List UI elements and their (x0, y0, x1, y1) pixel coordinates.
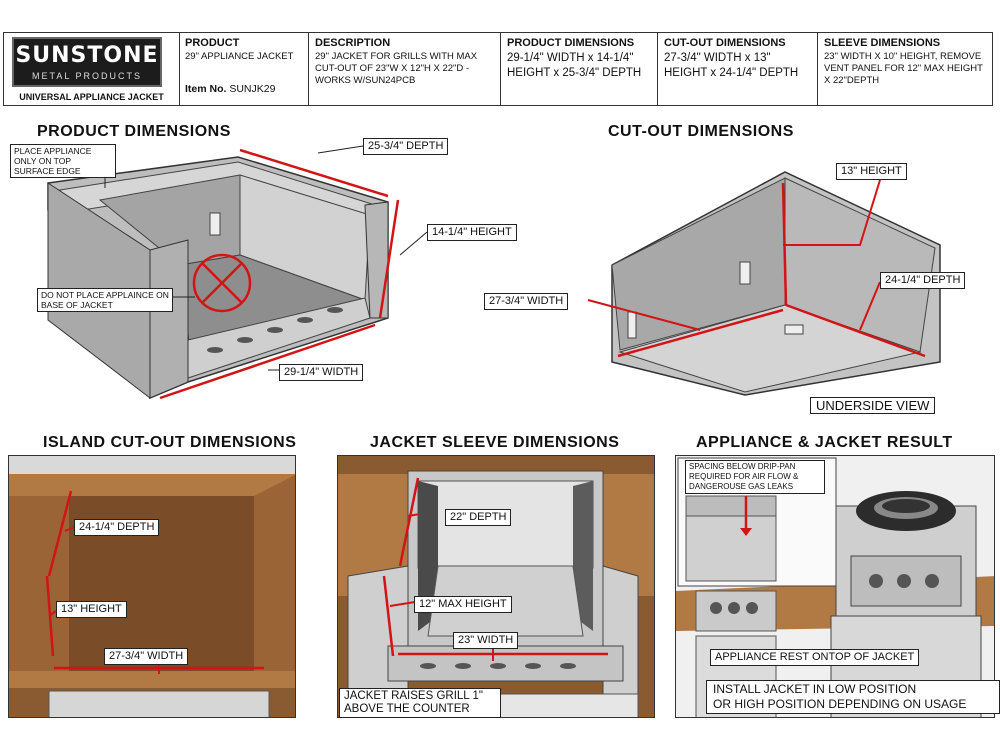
sleeve-depth-label: 22" DEPTH (445, 509, 512, 526)
island-width-label: 27-3/4" WIDTH (104, 648, 189, 665)
sleeve-dimensions-heading: SLEEVE DIMENSIONS (824, 37, 941, 49)
cutout-width-label: 27-3/4" WIDTH (484, 293, 569, 310)
sleeve-width-label: 23" WIDTH (453, 632, 519, 649)
result-title: APPLIANCE & JACKET RESULT (696, 434, 953, 451)
item-number-label: Item No. (185, 83, 227, 95)
jacket-sleeve-panel (337, 455, 655, 718)
cutout-height-label: 13" HEIGHT (836, 163, 907, 180)
product-width-label: 29-1/4" WIDTH (279, 364, 364, 381)
install-position-note: INSTALL JACKET IN LOW POSITION OR HIGH P… (706, 680, 1000, 714)
cutout-dimensions-value: 27-3/4" WIDTH x 13" HEIGHT x 24-1/4" DEP… (664, 52, 799, 79)
island-cutout-panel (8, 455, 296, 718)
result-panel (675, 455, 995, 718)
island-depth-label: 24-1/4" DEPTH (74, 519, 160, 536)
spec-header: SUNSTONE METAL PRODUCTS UNIVERSAL APPLIA… (3, 32, 993, 106)
product-value: 29" APPLIANCE JACKET (185, 51, 294, 62)
description-cell: DESCRIPTION 29" JACKET FOR GRILLS WITH M… (309, 33, 501, 105)
spacing-drip-pan-note: SPACING BELOW DRIP-PAN REQUIRED FOR AIR … (685, 460, 825, 494)
logo-brand: SUNSTONE (15, 43, 159, 68)
logo-subtitle: METAL PRODUCTS (31, 71, 142, 81)
product-depth-label: 25-3/4" DEPTH (363, 138, 449, 155)
underside-view-label: UNDERSIDE VIEW (810, 397, 936, 414)
item-number-value: SUNJK29 (229, 83, 276, 95)
island-drawing (9, 456, 295, 717)
product-dimensions-value: 29-1/4" WIDTH x 14-1/4" HEIGHT x 25-3/4"… (507, 52, 642, 79)
install-note-line-2: OR HIGH POSITION DEPENDING ON USAGE (713, 697, 967, 711)
cutout-dimensions-cell: CUT-OUT DIMENSIONS 27-3/4" WIDTH x 13" H… (658, 33, 818, 105)
product-line-caption: UNIVERSAL APPLIANCE JACKET (19, 92, 164, 102)
description-value: 29" JACKET FOR GRILLS WITH MAX CUT-OUT O… (315, 51, 478, 86)
product-cell: PRODUCT 29" APPLIANCE JACKET Item No. SU… (179, 33, 309, 105)
product-heading: PRODUCT (185, 37, 240, 49)
description-heading: DESCRIPTION (315, 37, 391, 49)
product-dimensions-title: PRODUCT DIMENSIONS (37, 123, 231, 140)
note-top-surface: PLACE APPLIANCE ONLY ON TOP SURFACE EDGE (10, 144, 116, 178)
island-height-label: 13" HEIGHT (56, 601, 127, 618)
install-note-line-1: INSTALL JACKET IN LOW POSITION (713, 682, 917, 696)
island-cutout-title: ISLAND CUT-OUT DIMENSIONS (43, 434, 297, 451)
sleeve-dimensions-value: 23" WIDTH X 10" HEIGHT, REMOVE VENT PANE… (824, 51, 983, 86)
jacket-sleeve-title: JACKET SLEEVE DIMENSIONS (370, 434, 620, 451)
product-dimensions-heading: PRODUCT DIMENSIONS (507, 37, 635, 49)
sleeve-drawing (338, 470, 654, 717)
product-height-label: 14-1/4" HEIGHT (427, 224, 517, 241)
sleeve-max-height-label: 12" MAX HEIGHT (414, 596, 512, 613)
result-drawing (676, 456, 994, 717)
sunstone-logo: SUNSTONE METAL PRODUCTS (12, 37, 162, 87)
sleeve-raise-note: JACKET RAISES GRILL 1" ABOVE THE COUNTER (339, 688, 501, 718)
product-dimensions-cell: PRODUCT DIMENSIONS 29-1/4" WIDTH x 14-1/… (501, 33, 658, 105)
logo-cell: SUNSTONE METAL PRODUCTS UNIVERSAL APPLIA… (4, 33, 180, 105)
sleeve-dimensions-cell: SLEEVE DIMENSIONS 23" WIDTH X 10" HEIGHT… (818, 33, 992, 105)
cutout-depth-label: 24-1/4" DEPTH (880, 272, 966, 289)
appliance-rest-note: APPLIANCE REST ONTOP OF JACKET (710, 649, 920, 666)
cutout-dimensions-heading: CUT-OUT DIMENSIONS (664, 37, 786, 49)
note-do-not-place-base: DO NOT PLACE APPLAINCE ON BASE OF JACKET (37, 288, 173, 312)
cutout-dimensions-title: CUT-OUT DIMENSIONS (608, 123, 794, 140)
